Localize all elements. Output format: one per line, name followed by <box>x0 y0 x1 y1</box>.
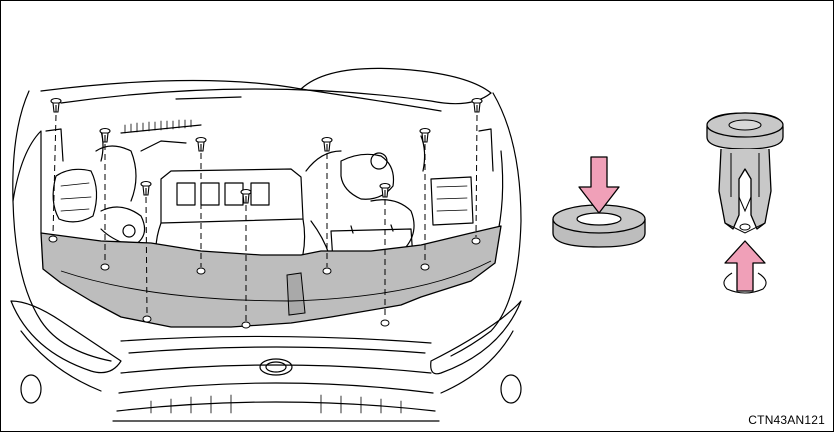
push-pin-clip-icon <box>322 138 332 152</box>
clip-hole <box>242 322 250 328</box>
figure-code: CTN43AN121 <box>748 413 825 427</box>
radiator-cover-panel <box>41 226 501 327</box>
down-arrow-icon <box>579 157 619 213</box>
small-clips <box>51 99 482 204</box>
push-pin-clip-icon <box>420 129 430 143</box>
push-pin-clip-icon <box>51 99 61 113</box>
clip-hole <box>472 238 480 244</box>
up-arrow-icon <box>725 241 765 291</box>
clip-hole <box>421 264 429 270</box>
clip-hole <box>381 320 389 326</box>
clip-hole <box>49 236 57 242</box>
clip-hole <box>323 268 331 274</box>
clip-hole <box>197 268 205 274</box>
push-pin-clip-icon <box>141 182 151 196</box>
clip-hole <box>101 264 109 270</box>
clip-press-detail <box>553 157 645 247</box>
push-pin-clip-icon <box>196 138 206 152</box>
push-pin-clip-icon <box>472 99 482 113</box>
clip-remove-detail <box>707 113 783 293</box>
clip-hole <box>143 316 151 322</box>
